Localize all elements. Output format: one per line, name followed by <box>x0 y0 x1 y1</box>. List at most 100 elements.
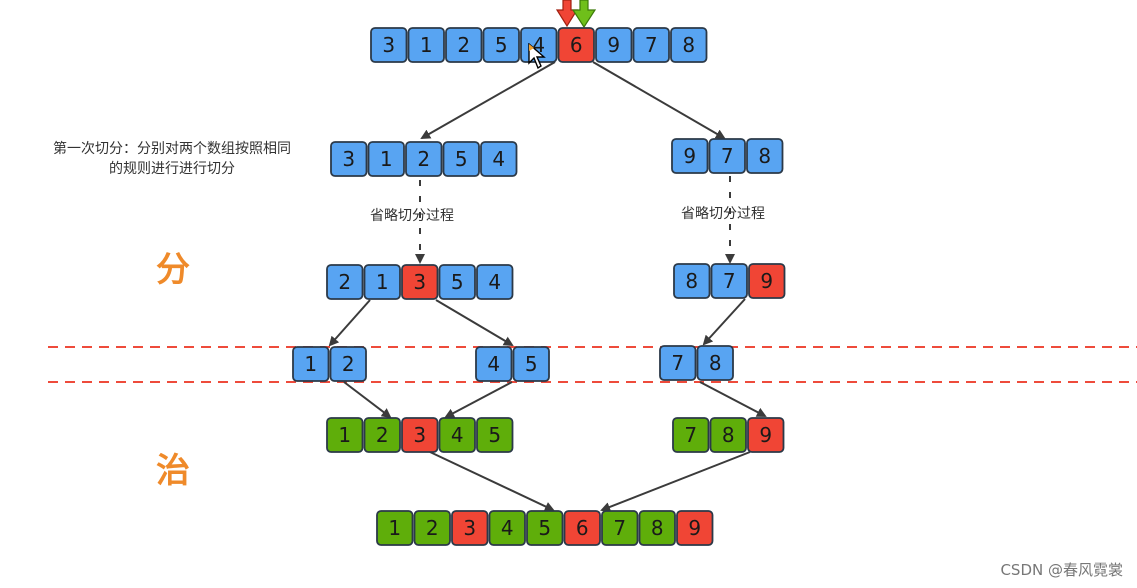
array-cell-blue <box>746 138 784 174</box>
array-cell-blue <box>330 141 368 177</box>
connector-arrow <box>592 61 726 140</box>
array-cell-red <box>401 264 439 300</box>
array-cell-value: 1 <box>376 270 389 294</box>
array-cell-red <box>451 510 489 546</box>
array-cell-value: 6 <box>570 33 583 57</box>
array-cell-value: 2 <box>457 33 470 57</box>
array-cell-blue <box>292 346 330 382</box>
array-cell-value: 1 <box>388 516 401 540</box>
array-cell-blue <box>480 141 518 177</box>
connector-arrow <box>435 299 514 347</box>
split-caption-line-2: 的规则进行进行切分 <box>109 161 235 177</box>
array-cell-red <box>401 417 439 453</box>
watermark: CSDN @春风霓裳 <box>1000 561 1123 579</box>
array-cell-value: 7 <box>645 33 658 57</box>
array-cell-value: 5 <box>488 423 501 447</box>
array-cell-value: 3 <box>413 423 426 447</box>
array-cell-value: 4 <box>488 270 501 294</box>
array-cell-blue <box>405 141 443 177</box>
array-cell-green <box>488 510 526 546</box>
array-cell-red <box>748 263 786 299</box>
array-cell-value: 9 <box>688 516 701 540</box>
connector-arrow <box>420 61 556 139</box>
array-cell-blue <box>482 27 520 63</box>
red-down-arrow-icon <box>555 0 579 28</box>
array-cell-blue <box>326 264 364 300</box>
array-cell-value: 5 <box>538 516 551 540</box>
omitted-process-label-left: 省略切分过程 <box>370 208 454 224</box>
array-cell-blue <box>407 27 445 63</box>
array-cell-value: 4 <box>501 516 514 540</box>
array-cell-value: 5 <box>495 33 508 57</box>
array-cell-blue <box>671 138 709 174</box>
mouse-cursor-icon <box>528 43 546 70</box>
array-cell-value: 7 <box>684 423 697 447</box>
array-cell-value: 9 <box>607 33 620 57</box>
array-cell-value: 6 <box>576 516 589 540</box>
array-cell-value: 5 <box>451 270 464 294</box>
array-cell-value: 5 <box>455 147 468 171</box>
array-cell-blue <box>670 27 708 63</box>
array-cell-blue <box>632 27 670 63</box>
array-cell-value: 8 <box>709 351 722 375</box>
array-cell-green <box>376 510 414 546</box>
conquer-label: 治 <box>156 451 190 491</box>
split-caption: 第一次切分：分别对两个数组按照相同 的规则进行进行切分 <box>32 139 312 179</box>
green-down-arrow-icon <box>571 0 597 29</box>
array-cell-blue <box>595 27 633 63</box>
array-cell-value: 4 <box>451 423 464 447</box>
array-cell-value: 7 <box>723 269 736 293</box>
array-cell-value: 1 <box>380 147 393 171</box>
array-cell-green <box>672 417 710 453</box>
array-cell-value: 3 <box>382 33 395 57</box>
divide-label: 分 <box>156 250 190 290</box>
array-cell-blue <box>708 138 746 174</box>
array-cell-value: 2 <box>376 423 389 447</box>
array-cell-blue <box>696 345 734 381</box>
array-cell-value: 5 <box>525 352 538 376</box>
array-cell-value: 7 <box>671 351 684 375</box>
array-cell-red <box>557 27 595 63</box>
array-cell-value: 1 <box>420 33 433 57</box>
array-cell-blue <box>659 345 697 381</box>
array-cell-value: 1 <box>304 352 317 376</box>
array-cell-value: 9 <box>759 423 772 447</box>
array-cell-value: 4 <box>492 147 505 171</box>
array-cell-red <box>563 510 601 546</box>
array-cell-value: 3 <box>463 516 476 540</box>
array-cell-value: 2 <box>338 270 351 294</box>
connector-arrow <box>444 381 513 418</box>
array-cell-green <box>526 510 564 546</box>
connector-arrow <box>600 451 751 512</box>
array-cell-green <box>438 417 476 453</box>
array-cell-blue <box>363 264 401 300</box>
array-cell-value: 3 <box>413 270 426 294</box>
array-cell-value: 3 <box>342 147 355 171</box>
array-cell-green <box>638 510 676 546</box>
array-cell-value: 4 <box>487 352 500 376</box>
array-cell-blue <box>445 27 483 63</box>
array-cell-blue <box>442 141 480 177</box>
array-cell-value: 1 <box>338 423 351 447</box>
array-cell-blue <box>512 346 550 382</box>
array-cell-value: 2 <box>342 352 355 376</box>
array-cell-value: 7 <box>721 144 734 168</box>
array-cell-blue <box>370 27 408 63</box>
array-cell-green <box>601 510 639 546</box>
array-cell-blue <box>438 264 476 300</box>
array-cell-blue <box>329 346 367 382</box>
connector-arrow <box>328 299 371 347</box>
array-cell-value: 8 <box>722 423 735 447</box>
array-cell-green <box>709 417 747 453</box>
array-cell-value: 8 <box>685 269 698 293</box>
connector-arrow <box>429 451 555 512</box>
array-cell-value: 9 <box>760 269 773 293</box>
omitted-process-label-right: 省略切分过程 <box>681 206 765 222</box>
array-cell-blue <box>673 263 711 299</box>
